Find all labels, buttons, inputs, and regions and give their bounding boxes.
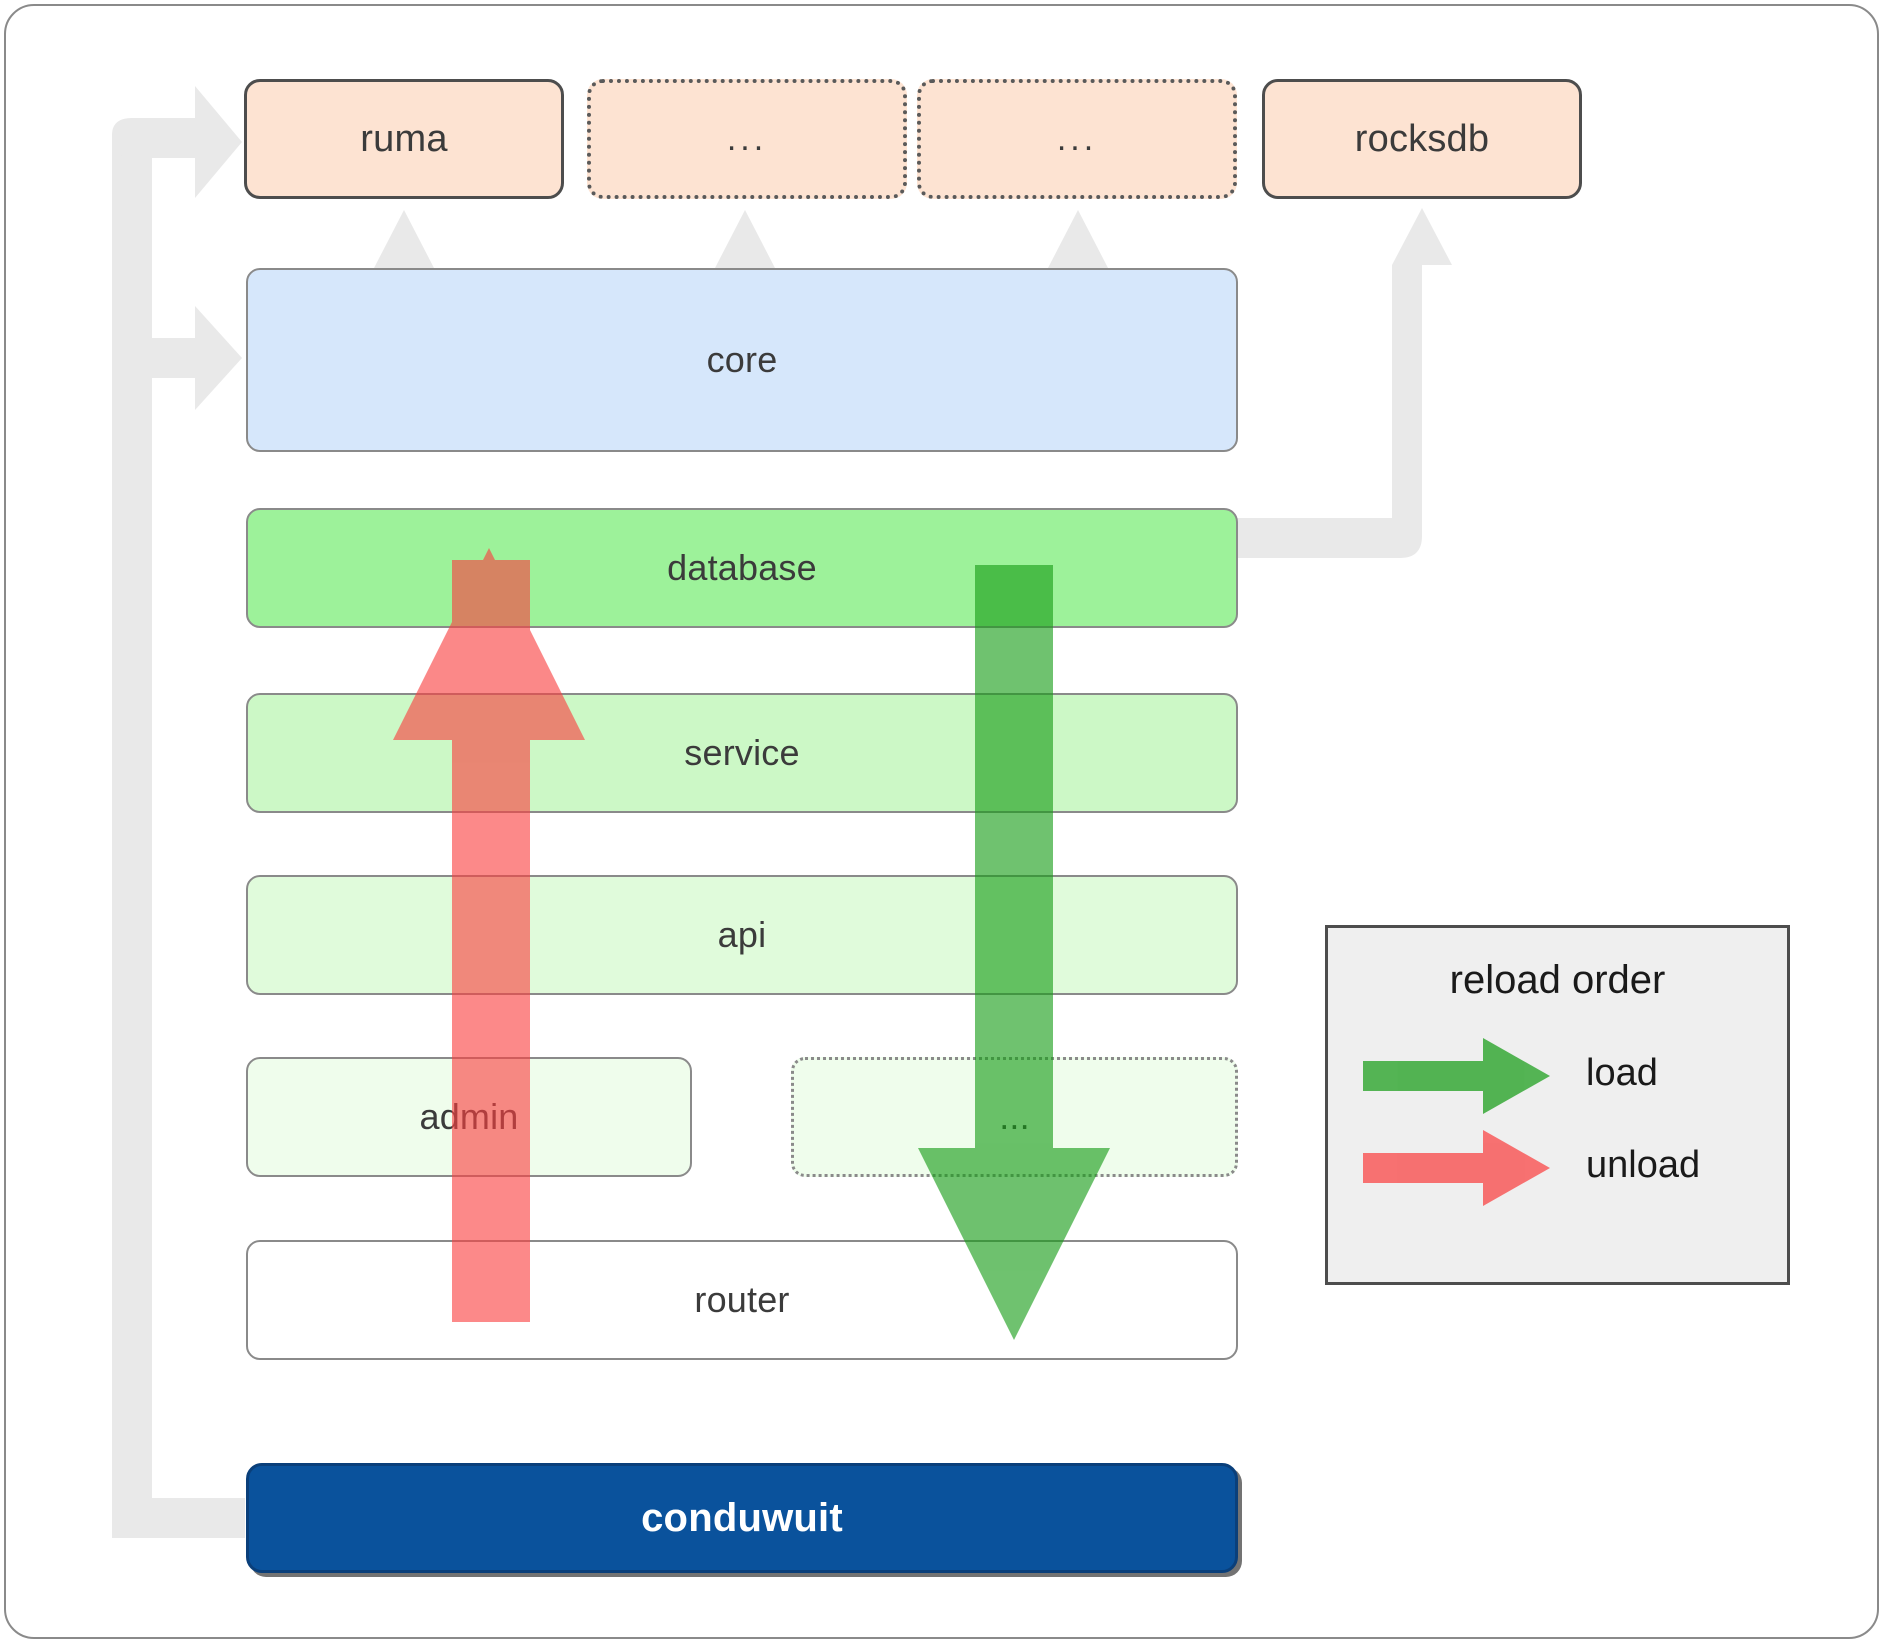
- binary-conduwuit-label: conduwuit: [641, 1495, 843, 1540]
- binary-conduwuit[interactable]: conduwuit: [246, 1463, 1238, 1573]
- layer-ellipsis-label: ...: [999, 1096, 1030, 1137]
- legend-unload-label: unload: [1586, 1144, 1701, 1186]
- diagram-frame: [4, 4, 1879, 1639]
- dependency-ruma[interactable]: ruma: [244, 79, 564, 199]
- dependency-ellipsis-1-label: ...: [726, 119, 768, 158]
- layer-api-label: api: [717, 914, 767, 955]
- layer-core[interactable]: core: [246, 268, 1238, 452]
- dependency-ellipsis-2-label: ...: [1056, 119, 1098, 158]
- legend-load-arrow: [1363, 1038, 1550, 1114]
- dependency-rocksdb[interactable]: rocksdb: [1262, 79, 1582, 199]
- layer-admin[interactable]: admin: [246, 1057, 692, 1177]
- layer-router-label: router: [694, 1279, 790, 1320]
- legend-unload-arrow: [1363, 1130, 1550, 1206]
- dependency-rocksdb-label: rocksdb: [1354, 117, 1490, 160]
- layer-service[interactable]: service: [246, 693, 1238, 813]
- layer-core-label: core: [706, 339, 778, 380]
- legend-arrows: [1363, 1038, 1550, 1206]
- dependency-ruma-label: ruma: [360, 117, 448, 160]
- layer-ellipsis[interactable]: ...: [791, 1057, 1238, 1177]
- legend-panel: reload order load unload: [1325, 925, 1790, 1285]
- layer-database-label: database: [667, 547, 817, 588]
- dependency-ellipsis-1[interactable]: ...: [587, 79, 907, 199]
- layer-admin-label: admin: [419, 1096, 519, 1137]
- layer-api[interactable]: api: [246, 875, 1238, 995]
- dependency-ellipsis-2[interactable]: ...: [917, 79, 1237, 199]
- layer-router[interactable]: router: [246, 1240, 1238, 1360]
- layer-service-label: service: [684, 732, 800, 773]
- legend-title: reload order: [1449, 958, 1666, 1002]
- layer-database[interactable]: database: [246, 508, 1238, 628]
- legend-load-label: load: [1586, 1052, 1658, 1094]
